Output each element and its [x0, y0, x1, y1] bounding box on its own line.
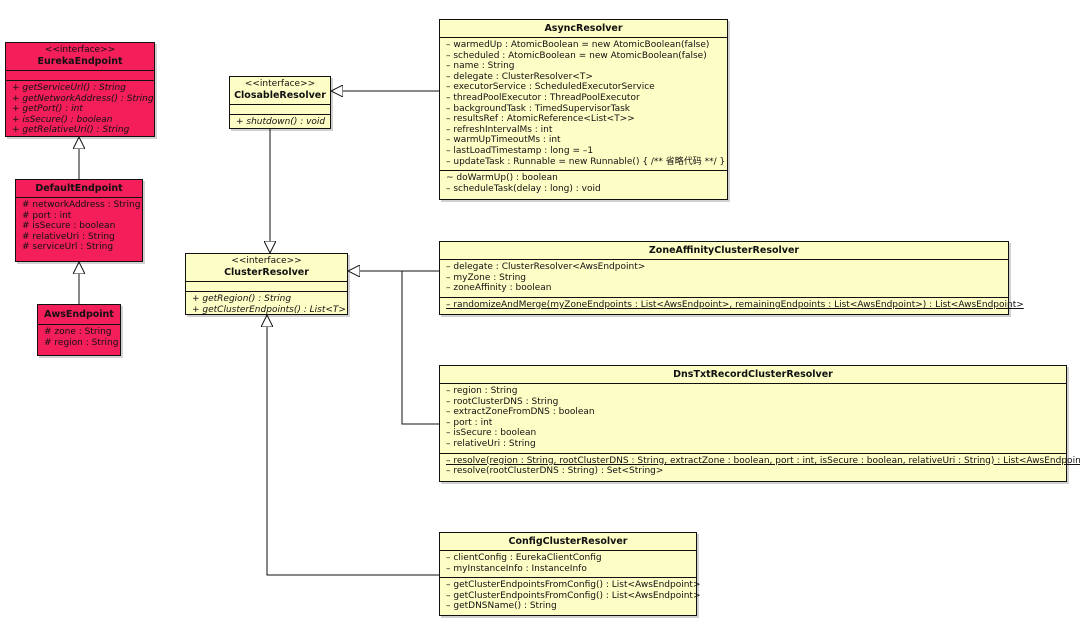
attribute-row: – updateTask : Runnable = new Runnable()…: [446, 156, 726, 167]
class-eureka-endpoint[interactable]: <<interface>> EurekaEndpoint + getServic…: [5, 42, 155, 137]
class-default-endpoint[interactable]: DefaultEndpoint # networkAddress : Strin…: [15, 179, 143, 262]
operations-section: – resolve(region : String, rootClusterDN…: [440, 454, 1080, 480]
attribute-row: – extractZoneFromDNS : boolean: [446, 407, 595, 418]
class-name: DnsTxtRecordClusterResolver: [673, 369, 833, 380]
operation-row: – resolve(region : String, rootClusterDN…: [446, 455, 1080, 466]
operation-row: + getClusterEndpoints() : List<T>: [192, 304, 346, 315]
attribute-row: # port : int: [22, 210, 72, 221]
class-header: <<interface>> EurekaEndpoint: [6, 43, 154, 71]
attribute-row: – executorService : ScheduledExecutorSer…: [446, 82, 655, 93]
attribute-row: – resultsRef : AtomicReference<List<T>>: [446, 114, 635, 125]
stereotype-label: <<interface>>: [231, 256, 302, 266]
attributes-section: – clientConfig : EurekaClientConfig – my…: [440, 551, 696, 579]
attributes-section: [6, 71, 154, 81]
attributes-section: – region : String – rootClusterDNS : Str…: [440, 384, 1066, 454]
attribute-row: – lastLoadTimestamp : long = –1: [446, 145, 594, 156]
operation-row: + getPort() : int: [12, 104, 83, 115]
operations-section: + shutdown() : void: [230, 115, 330, 131]
class-name: EurekaEndpoint: [37, 56, 123, 67]
class-name: DefaultEndpoint: [35, 183, 123, 194]
attribute-row: # isSecure : boolean: [22, 221, 116, 232]
class-aws-endpoint[interactable]: AwsEndpoint # zone : String # region : S…: [37, 304, 121, 356]
attributes-section: [186, 282, 347, 292]
attributes-section: [230, 105, 330, 115]
attributes-section: – warmedUp : AtomicBoolean = new AtomicB…: [440, 38, 727, 172]
operation-row: + shutdown() : void: [236, 117, 326, 127]
class-name: ClosableResolver: [234, 90, 326, 101]
class-name: ZoneAffinityClusterResolver: [648, 245, 800, 256]
class-header: ConfigClusterResolver: [440, 533, 696, 551]
operations-section: + getServiceUrl() : String + getNetworkA…: [6, 81, 154, 139]
class-zone-affinity-cluster-resolver[interactable]: ZoneAffinityClusterResolver – delegate :…: [439, 241, 1024, 315]
operation-row: – resolve(rootClusterDNS : String) : Set…: [446, 466, 664, 477]
class-header: AwsEndpoint: [38, 305, 120, 325]
attribute-row: – delegate : ClusterResolver<AwsEndpoint…: [446, 262, 646, 272]
operation-row: – getClusterEndpointsFromConfig() : List…: [446, 590, 701, 601]
stereotype-label: <<interface>>: [44, 45, 116, 55]
class-name: AwsEndpoint: [44, 309, 114, 320]
class-name: ClusterResolver: [224, 267, 309, 278]
class-dns-txt-record-cluster-resolver[interactable]: DnsTxtRecordClusterResolver – region : S…: [439, 365, 1080, 482]
operation-row: – getClusterEndpointsFromConfig() : List…: [446, 580, 701, 591]
attribute-row: – name : String: [446, 61, 515, 72]
attribute-row: – rootClusterDNS : String: [446, 396, 559, 407]
realization-dns-to-cluster: [401, 271, 439, 425]
attribute-row: # relativeUri : String: [22, 231, 115, 242]
operations-section: – getClusterEndpointsFromConfig() : List…: [440, 578, 701, 615]
class-header: <<interface>> ClusterResolver: [186, 254, 347, 282]
attribute-row: – threadPoolExecutor : ThreadPoolExecuto…: [446, 92, 640, 103]
operation-row: ~ doWarmUp() : boolean: [446, 173, 558, 184]
class-name: AsyncResolver: [544, 23, 623, 34]
operations-section: ~ doWarmUp() : boolean – scheduleTask(de…: [440, 171, 727, 197]
attribute-row: – backgroundTask : TimedSupervisorTask: [446, 103, 631, 114]
attribute-row: # zone : String: [44, 327, 112, 337]
attribute-row: – isSecure : boolean: [446, 428, 537, 439]
attribute-row: – port : int: [446, 417, 493, 428]
operation-row: + getNetworkAddress() : String: [12, 93, 154, 104]
attribute-row: # serviceUrl : String: [22, 242, 114, 253]
operation-row: – scheduleTask(delay : long) : void: [446, 183, 601, 194]
attributes-section: # networkAddress : String # port : int #…: [16, 198, 142, 256]
operations-section: – randomizeAndMerge(myZoneEndpoints : Li…: [440, 298, 1024, 314]
attributes-section: # zone : String # region : String: [38, 325, 120, 351]
operation-row: + getRegion() : String: [192, 294, 292, 304]
attribute-row: – scheduled : AtomicBoolean = new Atomic…: [446, 50, 707, 61]
class-header: ZoneAffinityClusterResolver: [440, 242, 1008, 260]
realization-config-to-cluster: [267, 315, 439, 576]
class-cluster-resolver[interactable]: <<interface>> ClusterResolver + getRegio…: [185, 253, 348, 315]
class-async-resolver[interactable]: AsyncResolver – warmedUp : AtomicBoolean…: [439, 19, 728, 200]
operations-section: + getRegion() : String + getClusterEndpo…: [186, 292, 347, 318]
class-config-cluster-resolver[interactable]: ConfigClusterResolver – clientConfig : E…: [439, 532, 701, 616]
class-header: DnsTxtRecordClusterResolver: [440, 366, 1066, 384]
attribute-row: – delegate : ClusterResolver<T>: [446, 71, 593, 82]
attribute-row: – warmedUp : AtomicBoolean = new AtomicB…: [446, 40, 710, 50]
class-name: ConfigClusterResolver: [508, 536, 628, 547]
attribute-row: – myInstanceInfo : InstanceInfo: [446, 563, 587, 574]
attribute-row: – region : String: [446, 386, 518, 396]
attribute-row: – relativeUri : String: [446, 438, 536, 449]
class-header: AsyncResolver: [440, 20, 727, 38]
attribute-row: – zoneAffinity : boolean: [446, 283, 552, 294]
attribute-row: – refreshIntervalMs : int: [446, 124, 553, 135]
operation-row: – randomizeAndMerge(myZoneEndpoints : Li…: [446, 299, 1024, 310]
class-header: <<interface>> ClosableResolver: [230, 77, 330, 105]
attribute-row: – warmUpTimeoutMs : int: [446, 135, 561, 146]
attribute-row: # networkAddress : String: [22, 200, 141, 210]
attribute-row: – clientConfig : EurekaClientConfig: [446, 553, 602, 563]
operation-row: + getServiceUrl() : String: [12, 83, 126, 93]
class-closable-resolver[interactable]: <<interface>> ClosableResolver + shutdow…: [229, 76, 331, 129]
attribute-row: # region : String: [44, 337, 119, 348]
stereotype-label: <<interface>>: [244, 79, 316, 89]
class-header: DefaultEndpoint: [16, 180, 142, 198]
operation-row: – getDNSName() : String: [446, 601, 557, 612]
attributes-section: – delegate : ClusterResolver<AwsEndpoint…: [440, 260, 1008, 298]
operation-row: + isSecure() : boolean: [12, 114, 113, 125]
attribute-row: – myZone : String: [446, 272, 526, 283]
operation-row: + getRelativeUri() : String: [12, 125, 130, 136]
